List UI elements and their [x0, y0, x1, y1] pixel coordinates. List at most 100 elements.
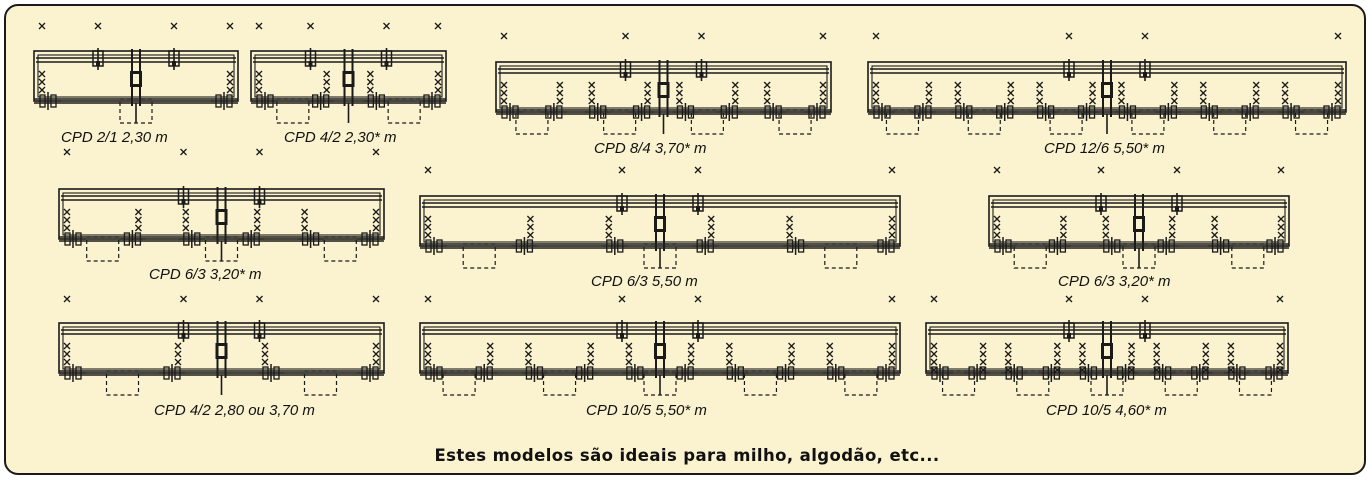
seed-unit	[60, 364, 86, 382]
seed-unit	[419, 92, 445, 110]
row-marker	[301, 216, 309, 224]
row-marker	[625, 350, 633, 358]
row-marker	[763, 89, 771, 97]
row-marker	[1007, 89, 1015, 97]
row-marker	[1276, 358, 1284, 366]
row-marker	[1059, 223, 1067, 231]
row-marker	[954, 89, 962, 97]
row-marker	[707, 223, 715, 231]
seed-box	[967, 109, 1001, 135]
tine	[692, 320, 704, 342]
row-marker	[174, 358, 182, 366]
hitch	[1133, 194, 1145, 251]
seed-unit	[628, 103, 655, 121]
tine	[177, 186, 190, 208]
row-marker	[1170, 89, 1178, 97]
row-marker	[1128, 358, 1136, 366]
row-marker	[587, 342, 595, 350]
row-marker	[180, 148, 187, 156]
row-marker	[888, 166, 896, 174]
row-marker	[1277, 166, 1285, 174]
row-marker	[63, 216, 71, 224]
row-marker	[786, 231, 794, 239]
seed-box	[462, 243, 496, 269]
row-marker	[182, 208, 190, 216]
seed-unit	[672, 364, 699, 382]
tine	[1139, 320, 1151, 342]
seed-unit	[1262, 237, 1288, 255]
seed-unit	[672, 103, 699, 121]
row-marker	[707, 215, 715, 223]
row-marker	[526, 231, 534, 239]
row-marker	[255, 22, 263, 30]
row-marker	[675, 89, 683, 97]
hitch	[1101, 60, 1113, 117]
row-marker	[253, 208, 261, 216]
seed-box	[387, 98, 421, 124]
row-marker	[1173, 166, 1181, 174]
row-marker	[372, 342, 380, 350]
planter-m1	[33, 22, 239, 124]
row-marker	[1102, 223, 1110, 231]
planter-m3	[495, 32, 832, 135]
caption-cpd-4-2: CPD 4/2 2,30* m	[284, 129, 397, 146]
seed-box	[824, 243, 858, 269]
row-marker	[301, 224, 309, 232]
tine	[1171, 193, 1183, 215]
row-marker	[993, 215, 1001, 223]
row-marker	[1117, 81, 1125, 89]
row-marker	[731, 81, 739, 89]
row-marker	[434, 86, 442, 94]
planter-m7	[988, 166, 1290, 269]
row-marker	[1078, 358, 1086, 366]
seed-box	[1238, 370, 1273, 396]
tine	[304, 48, 317, 70]
row-marker	[675, 97, 683, 105]
hitch	[130, 49, 142, 106]
hitch	[215, 187, 228, 244]
seed-unit	[363, 92, 390, 110]
row-marker	[888, 215, 896, 223]
row-marker	[1277, 215, 1285, 223]
row-marker	[1276, 342, 1284, 350]
row-marker	[1168, 231, 1176, 239]
seed-box	[303, 370, 338, 396]
row-marker	[1202, 350, 1210, 358]
planter-diagrams	[33, 22, 1347, 396]
row-marker	[731, 97, 739, 105]
row-marker	[1007, 97, 1015, 105]
row-marker	[486, 342, 494, 350]
row-marker	[979, 366, 987, 374]
seed-unit	[1186, 364, 1213, 382]
row-marker	[372, 148, 380, 156]
row-marker	[63, 208, 71, 216]
row-marker	[1153, 358, 1161, 366]
row-marker	[63, 342, 71, 350]
row-marker	[1078, 350, 1086, 358]
row-marker	[424, 342, 432, 350]
seed-box	[743, 370, 778, 396]
seed-unit	[601, 237, 628, 255]
row-marker	[587, 358, 595, 366]
row-marker	[1004, 342, 1012, 350]
footer-note: Estes modelos são ideais para milho, alg…	[434, 446, 940, 465]
seed-unit	[990, 237, 1016, 255]
row-marker	[1053, 358, 1061, 366]
row-marker	[1089, 81, 1097, 89]
caption-cpd-10-5-a: CPD 10/5 5,50* m	[586, 402, 707, 419]
row-marker	[63, 350, 71, 358]
row-marker	[687, 358, 695, 366]
row-marker	[930, 350, 938, 358]
seed-unit	[716, 103, 743, 121]
row-marker	[366, 78, 374, 86]
planter-m6	[419, 166, 901, 269]
row-marker	[993, 166, 1001, 174]
row-marker	[1199, 89, 1207, 97]
row-marker	[256, 148, 263, 156]
seed-unit	[584, 103, 611, 121]
seed-unit	[1032, 103, 1059, 121]
seed-box	[885, 109, 920, 135]
tine	[380, 48, 393, 70]
seed-unit	[782, 237, 809, 255]
row-marker	[925, 89, 933, 97]
